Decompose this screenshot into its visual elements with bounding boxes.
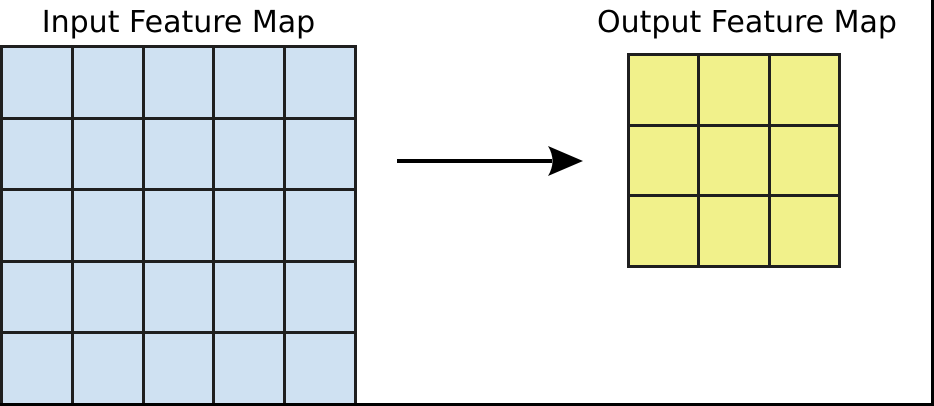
canvas-frame-bottom-edge [0,403,934,406]
input-feature-map-cell [286,262,354,332]
output-feature-map-cell [630,126,698,195]
input-feature-map-cell [215,334,284,403]
input-feature-map-cell [215,262,284,332]
input-feature-map-cell [73,191,142,260]
input-feature-map-cell [286,191,354,260]
input-feature-map-cell [3,191,71,260]
input-feature-map-cell [144,334,213,403]
input-feature-map-cell [144,191,213,260]
input-feature-map-cell [73,48,142,117]
input-feature-map-cell [286,119,354,189]
input-feature-map-cell [215,48,284,117]
input-feature-map-cell [73,262,142,332]
output-feature-map-cell [700,56,768,124]
input-feature-map-cell [286,48,354,117]
output-feature-map-cell [700,126,768,195]
output-feature-map-grid [627,53,841,268]
input-feature-map-cell [286,334,354,403]
input-feature-map-cell [3,262,71,332]
input-feature-map-cell [215,119,284,189]
output-feature-map-cell [630,56,698,124]
input-feature-map-grid [0,45,357,406]
arrow-head [548,146,583,176]
transform-arrow-icon [397,146,583,176]
output-feature-map-cell [770,197,838,265]
output-feature-map-cell [770,126,838,195]
input-feature-map-cell [3,119,71,189]
input-feature-map-cell [3,48,71,117]
output-feature-map-cell [700,197,768,265]
input-feature-map-cell [73,119,142,189]
output-feature-map-cell [630,197,698,265]
input-feature-map-title: Input Feature Map [41,4,316,40]
input-feature-map-cell [144,119,213,189]
input-feature-map-cell [144,48,213,117]
input-feature-map-cell [3,334,71,403]
input-feature-map-cell [215,191,284,260]
canvas-frame-right-edge [931,0,934,406]
input-feature-map-cell [73,334,142,403]
output-feature-map-title: Output Feature Map [597,4,897,40]
output-feature-map-cell [770,56,838,124]
input-feature-map-cell [144,262,213,332]
